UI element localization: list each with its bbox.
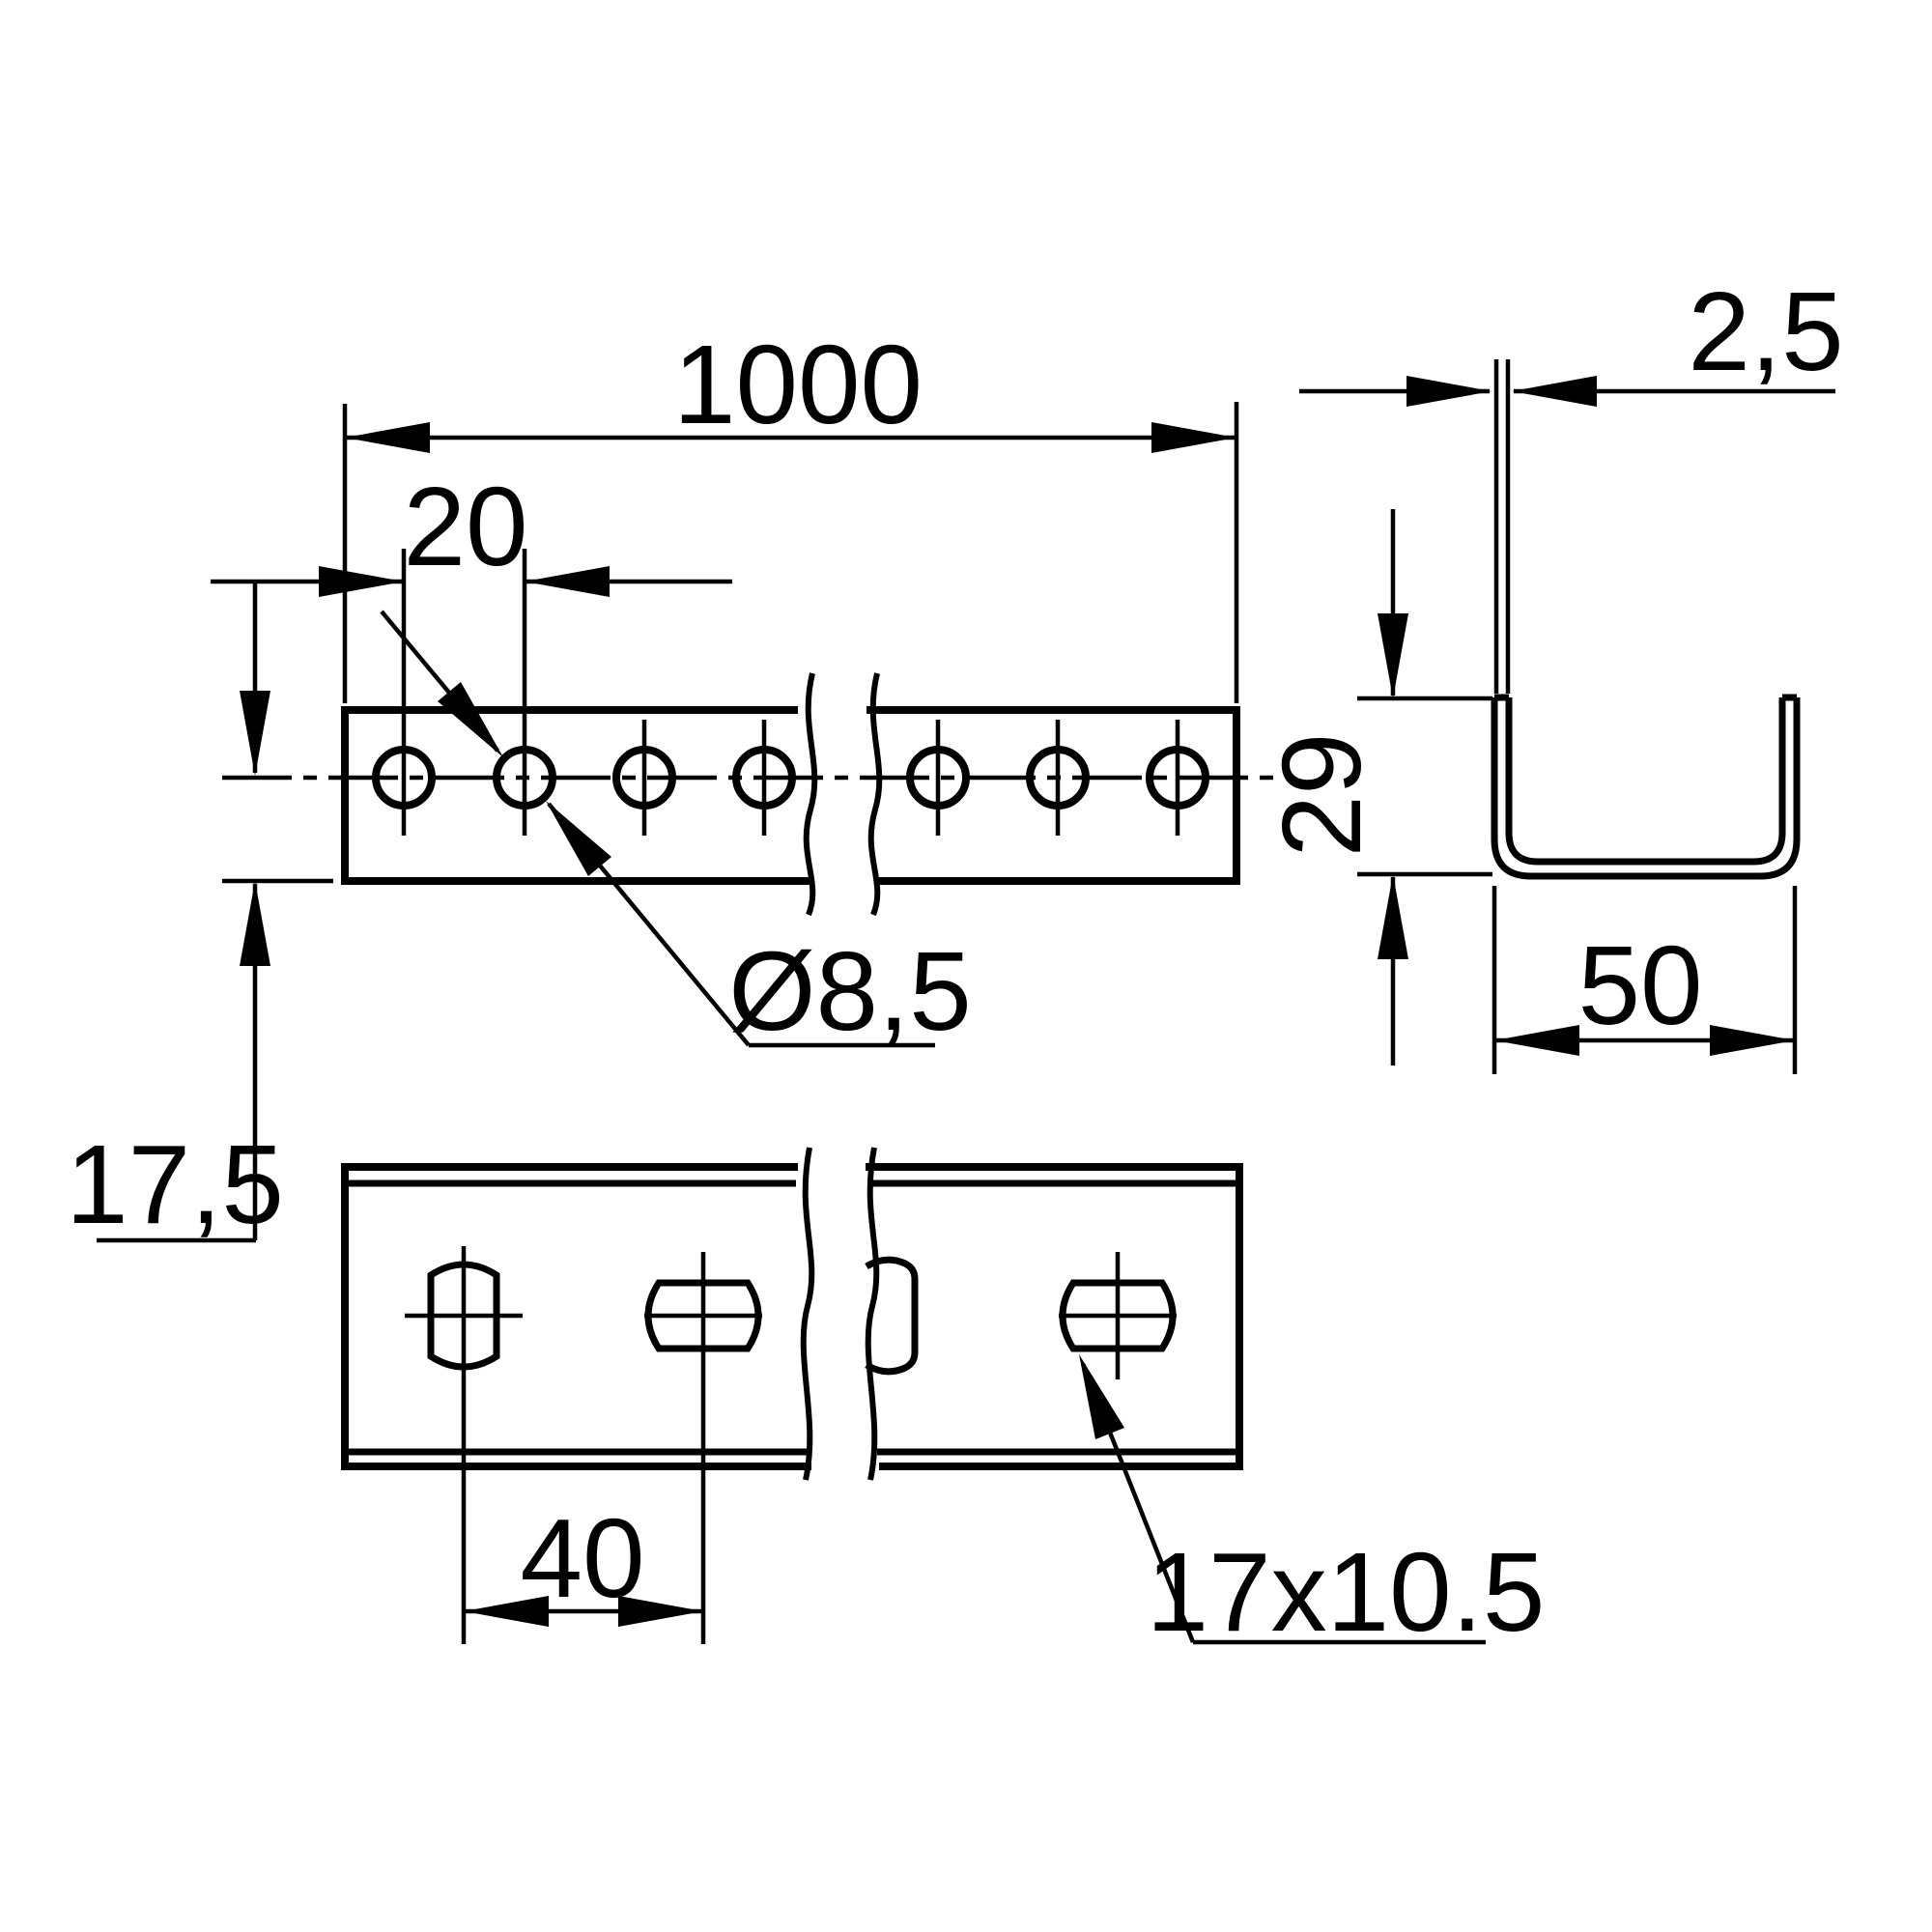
dimension-slot-pitch: 40	[464, 1495, 703, 1627]
section-inner-contour	[1505, 697, 1786, 866]
break-line-icon	[800, 1147, 815, 1481]
face-view-outline-left	[341, 1163, 811, 1470]
slot-vertical	[427, 1261, 500, 1371]
section-view	[1491, 359, 1801, 880]
leader-hole-diameter: Ø8,5	[380, 610, 972, 1054]
arrowhead-icon	[546, 801, 611, 876]
dimension-overall-length: 1000	[342, 322, 1239, 703]
arrowhead-icon	[1710, 1025, 1795, 1056]
arrowhead-icon	[438, 682, 503, 757]
side-view	[222, 549, 1273, 917]
arrowhead-icon	[1151, 422, 1236, 453]
dim-label-profile-height: 29	[1259, 732, 1384, 857]
arrowhead-icon	[319, 566, 404, 597]
arrowhead-icon	[1378, 613, 1408, 698]
arrowhead-icon	[1512, 376, 1597, 407]
break-line-icon	[803, 672, 818, 917]
arrowhead-icon	[240, 691, 270, 776]
arrowhead-icon	[1494, 1025, 1579, 1056]
dimension-center-to-edge: 17,5	[66, 582, 333, 1247]
slot-horizontal	[644, 1279, 762, 1352]
side-view-outline-left	[341, 706, 811, 885]
dimension-profile-height: 29	[1259, 509, 1492, 1065]
slot-horizontal	[1059, 1279, 1177, 1352]
arrowhead-icon	[1079, 1354, 1124, 1439]
dimension-profile-width: 50	[1492, 886, 1798, 1074]
dim-label-profile-width: 50	[1577, 923, 1702, 1048]
dimension-hole-pitch: 20	[211, 464, 732, 597]
dim-label-slot-size: 17x10.5	[1147, 1529, 1546, 1655]
section-outer-contour	[1491, 697, 1801, 880]
arrowhead-icon	[618, 1596, 703, 1627]
face-view	[341, 1147, 1243, 1644]
leader-slot-size: 17x10.5	[1079, 1354, 1545, 1655]
arrowhead-icon	[525, 566, 610, 597]
dim-label-wall-thickness: 2,5	[1688, 269, 1843, 394]
dim-label-overall-length: 1000	[673, 322, 923, 447]
arrowhead-icon	[464, 1596, 549, 1627]
dim-label-hole-pitch: 20	[403, 464, 527, 589]
arrowhead-icon	[345, 422, 430, 453]
side-view-outline-right	[867, 706, 1240, 885]
arrowhead-icon	[1406, 376, 1492, 407]
face-view-outline-right	[866, 1163, 1243, 1470]
arrowhead-icon	[1378, 874, 1408, 959]
break-line-icon	[867, 672, 883, 917]
slot-partial-at-break	[865, 1256, 919, 1376]
dimension-wall-thickness: 2,5	[1299, 269, 1844, 407]
dim-label-center-to-edge: 17,5	[66, 1122, 284, 1247]
dim-label-slot-pitch: 40	[520, 1495, 644, 1621]
break-line-icon	[865, 1147, 880, 1481]
dim-label-hole-diameter: Ø8,5	[728, 928, 971, 1054]
